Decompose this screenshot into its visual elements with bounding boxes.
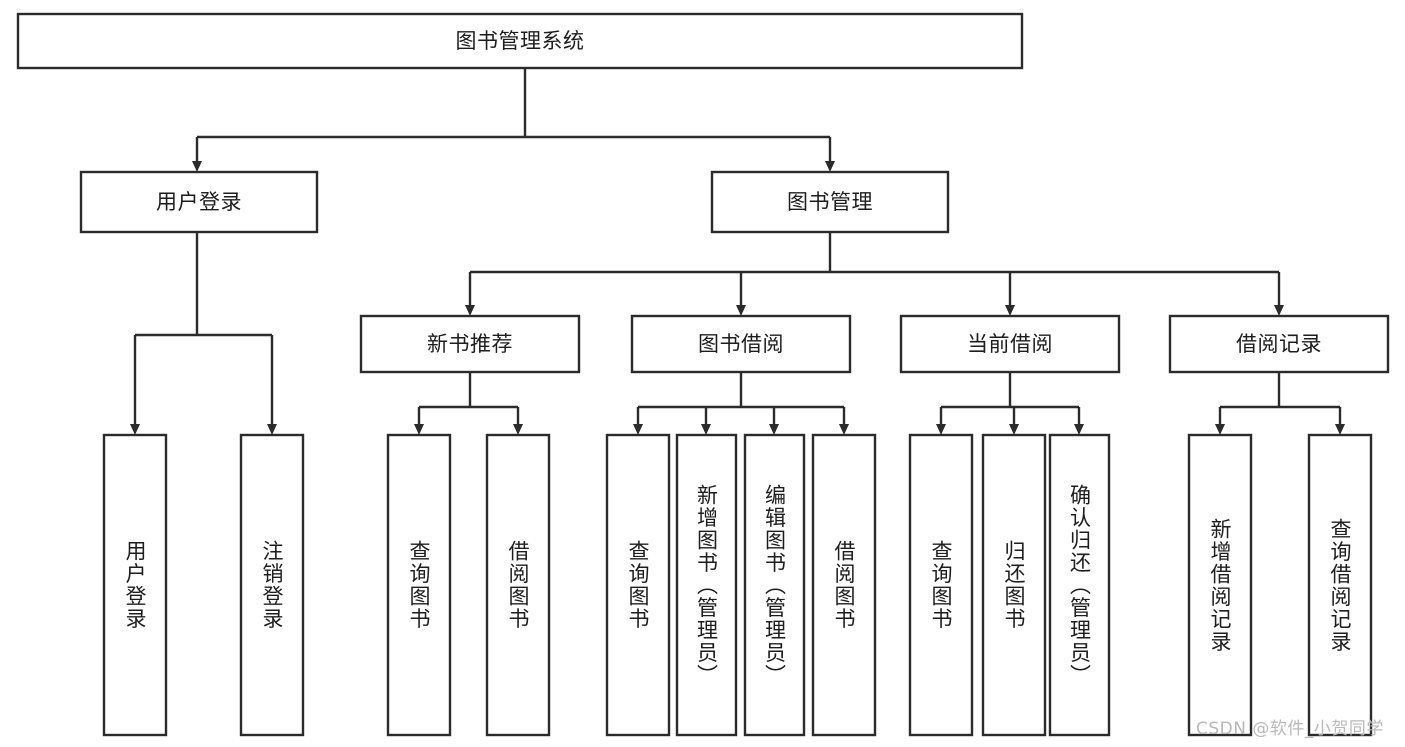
connector-borrow-record-bus — [1220, 372, 1340, 409]
node-box-book-manage[interactable] — [710, 170, 950, 234]
node-box-leaf-add-book[interactable] — [675, 433, 738, 737]
connector-user-login-bus — [135, 232, 272, 337]
node-box-leaf-query-book-2[interactable] — [605, 433, 671, 737]
connector-root-bus — [197, 68, 830, 139]
node-box-user-login[interactable] — [79, 170, 319, 234]
node-box-new-book-recommend[interactable] — [359, 314, 581, 374]
node-box-leaf-user-logout[interactable] — [239, 433, 305, 737]
connector-new-book-recommend-bus — [419, 372, 518, 409]
connector-current-borrow-bus — [941, 372, 1079, 409]
node-box-leaf-user-login[interactable] — [102, 433, 168, 737]
node-box-leaf-confirm-return[interactable] — [1048, 433, 1111, 737]
node-box-leaf-query-book-1[interactable] — [386, 433, 452, 737]
node-box-leaf-return-book[interactable] — [981, 433, 1047, 737]
node-box-leaf-edit-book[interactable] — [743, 433, 806, 737]
node-box-leaf-add-record[interactable] — [1187, 433, 1253, 737]
node-box-current-borrow[interactable] — [899, 314, 1121, 374]
node-box-borrow-record[interactable] — [1168, 314, 1390, 374]
csdn-watermark: CSDN @软件_小贺同学 — [1196, 719, 1384, 739]
node-box-leaf-borrow-book-1[interactable] — [485, 433, 551, 737]
node-box-root[interactable] — [16, 12, 1024, 70]
node-box-leaf-query-record[interactable] — [1307, 433, 1373, 737]
connector-book-manage-bus — [470, 232, 1279, 274]
node-box-leaf-query-book-3[interactable] — [908, 433, 974, 737]
node-box-book-borrow[interactable] — [630, 314, 852, 374]
node-box-leaf-borrow-book-2[interactable] — [811, 433, 877, 737]
connector-book-borrow-bus — [638, 372, 844, 409]
